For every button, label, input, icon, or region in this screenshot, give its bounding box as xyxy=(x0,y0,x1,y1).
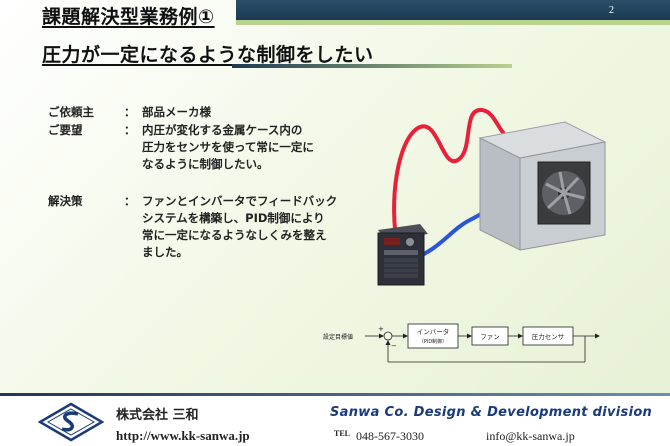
header-band-light xyxy=(236,20,670,25)
client-value: 部品メーカ様 xyxy=(142,105,211,119)
request-separator: ： xyxy=(124,123,136,137)
pressure-sensor-block-label: 圧力センサ xyxy=(532,332,565,341)
equipment-illustration xyxy=(377,108,607,286)
client-label: ご依頼主 xyxy=(48,105,94,119)
slide-title: 課題解決型業務例① xyxy=(42,6,215,28)
email-link[interactable]: info@kk-sanwa.jp xyxy=(486,429,575,443)
request-line-2: 圧力をセンサを使って常に一定に xyxy=(142,140,314,154)
footer xyxy=(0,393,670,446)
phone-number: 048-567-3030 xyxy=(356,429,424,443)
solution-line-1: ファンとインバータでフィードバック xyxy=(142,194,338,208)
solution-line-4: ました。 xyxy=(142,245,188,259)
solution-line-2: システムを構築し、PID制御により xyxy=(142,211,325,225)
solution-line-3: 常に一定になるようなしくみを整え xyxy=(142,228,327,242)
request-line-1: 内圧が変化する金属ケース内の xyxy=(142,123,303,137)
slide-subtitle: 圧力が一定になるような制御をしたい xyxy=(42,44,374,66)
fan-block-label: ファン xyxy=(480,333,500,341)
pid-block-diagram: 設定目標値 + − インバータ （PID制御） ファン 圧力センサ xyxy=(323,323,600,363)
fan-icon xyxy=(537,161,591,225)
plus-sign: + xyxy=(378,325,384,333)
phone-label: TEL xyxy=(334,429,351,438)
company-name: 株式会社 三和 xyxy=(116,408,199,423)
header-band xyxy=(0,0,670,26)
footer-rule xyxy=(0,393,670,396)
metal-case xyxy=(478,121,607,251)
inverter-block-sublabel: （PID制御） xyxy=(419,338,447,345)
client-separator: ： xyxy=(124,105,136,119)
inverter-unit xyxy=(377,224,428,286)
request-line-3: なるように制御したい。 xyxy=(142,157,269,171)
setpoint-label: 設定目標値 xyxy=(323,333,353,341)
inverter-block xyxy=(407,323,459,349)
minus-sign: − xyxy=(391,342,397,350)
inverter-block-label: インバータ xyxy=(417,327,450,336)
solution-label: 解決策 xyxy=(48,194,83,208)
summing-junction xyxy=(383,331,393,341)
request-label: ご要望 xyxy=(48,123,83,137)
website-link[interactable]: http://www.kk-sanwa.jp xyxy=(116,428,250,443)
red-cable xyxy=(392,108,521,251)
division-name: Sanwa Co. Design & Development division xyxy=(330,405,653,420)
company-logo xyxy=(38,402,104,442)
page-number: 2 xyxy=(609,5,614,16)
header-band-dark xyxy=(236,0,670,20)
solution-separator: ： xyxy=(124,194,136,208)
title-underline-rule xyxy=(232,64,512,68)
